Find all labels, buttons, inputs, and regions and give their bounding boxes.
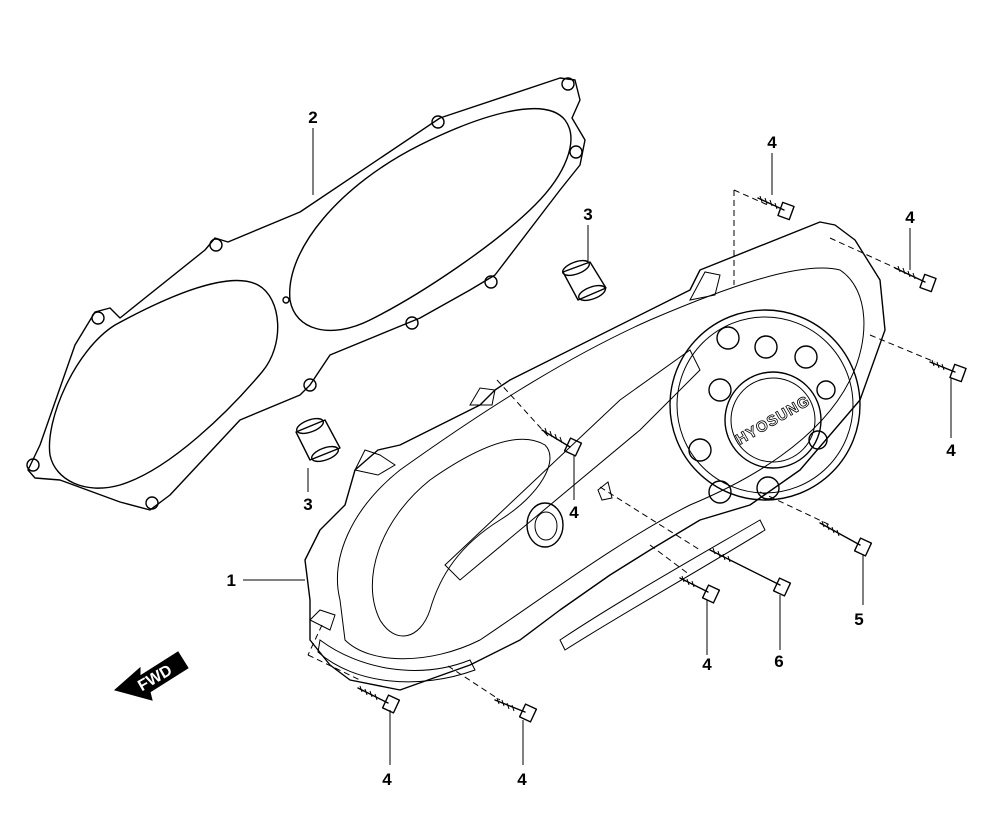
callout-4-top-b: 4 [905, 208, 915, 227]
callout-4-bottom-mid: 4 [517, 770, 527, 789]
callout-4-top-a: 4 [767, 133, 777, 152]
bolt-bottom-mid [494, 697, 538, 723]
reference-lines [307, 189, 936, 701]
callout-4-mid-lower: 4 [702, 655, 712, 674]
leader-lines [243, 128, 952, 765]
gasket [26, 77, 586, 511]
fwd-arrow-icon: FWD [113, 651, 189, 701]
bolt-center [541, 427, 583, 457]
callout-3-upper: 3 [583, 205, 592, 224]
callout-1: 1 [227, 571, 236, 590]
callouts: 2 3 3 1 4 4 4 4 5 6 4 4 4 [227, 108, 957, 789]
callout-4-center: 4 [569, 503, 579, 522]
callout-4-bottom-left: 4 [382, 770, 392, 789]
bolt-5 [819, 520, 873, 557]
bolt-mid-lower [679, 575, 721, 604]
bolt-bottom-left [357, 685, 401, 714]
dowel-lower [295, 417, 341, 463]
bolt-right [929, 359, 967, 383]
callout-2: 2 [308, 108, 317, 127]
bolt-top-a [757, 195, 795, 221]
callout-6: 6 [774, 652, 783, 671]
callout-5: 5 [854, 610, 863, 629]
callout-4-right: 4 [946, 441, 956, 460]
bolt-top-b [894, 265, 937, 293]
bolt-6 [709, 547, 792, 597]
callout-3-lower: 3 [303, 495, 312, 514]
dowel-upper [561, 259, 607, 302]
bolts [357, 195, 967, 723]
